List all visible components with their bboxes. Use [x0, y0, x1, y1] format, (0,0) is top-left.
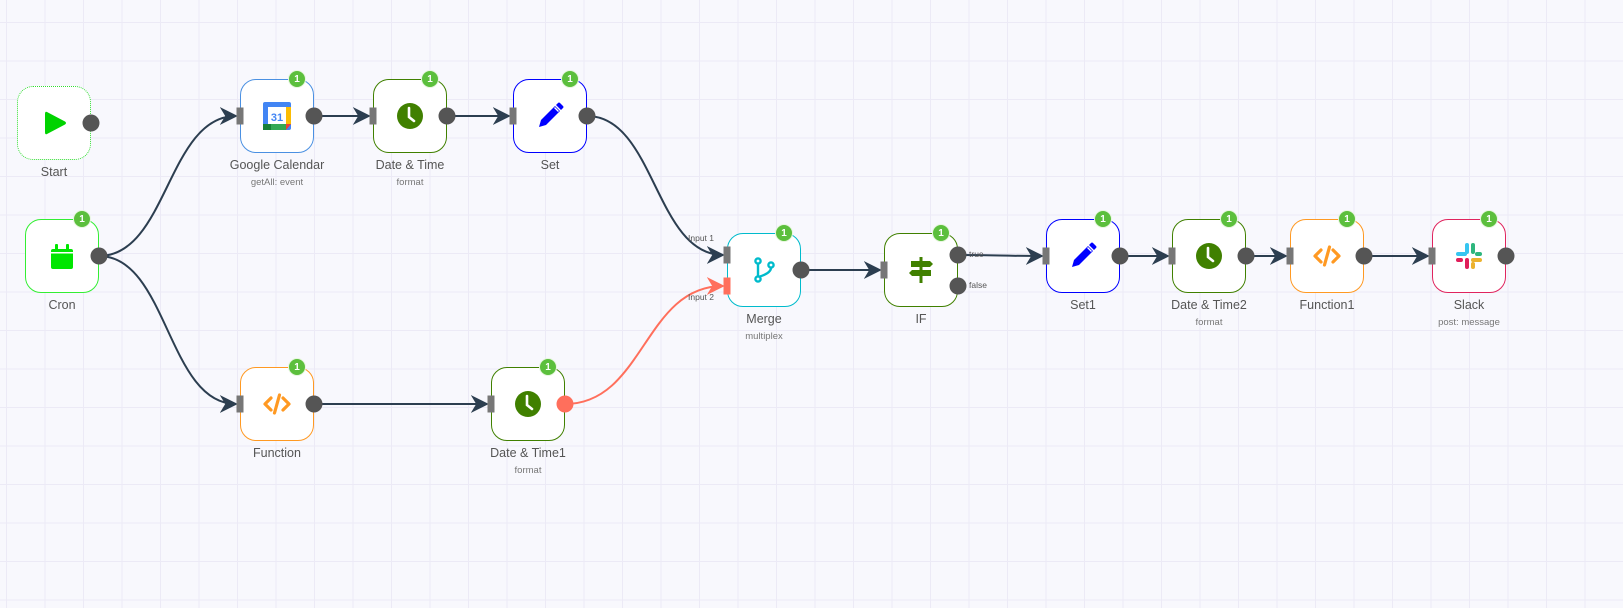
clock-icon [1192, 239, 1226, 273]
output-port[interactable] [1237, 247, 1255, 265]
input-port[interactable] [1286, 247, 1294, 265]
node-name: Date & Time2 [1171, 298, 1247, 312]
node-subtitle: format [396, 177, 424, 188]
input-port[interactable] [369, 107, 377, 125]
node-name: Function [253, 446, 301, 460]
output-port[interactable] [1355, 247, 1373, 265]
run-count-badge: 1 [288, 358, 306, 376]
pencil-icon [1066, 239, 1100, 273]
node-name: Google Calendar [229, 158, 325, 172]
clock-icon [511, 387, 545, 421]
node-dt1[interactable] [491, 367, 565, 441]
output-port[interactable] [578, 107, 596, 125]
run-count-badge: 1 [1480, 210, 1498, 228]
node-name: Merge [746, 312, 782, 326]
slack-icon [1452, 239, 1486, 273]
run-count-badge: 1 [1094, 210, 1112, 228]
node-func1[interactable] [1290, 219, 1364, 293]
input-port-label: Input 2 [688, 292, 714, 302]
node-set1[interactable] [1046, 219, 1120, 293]
node-func[interactable] [240, 367, 314, 441]
node-start[interactable] [17, 86, 91, 160]
node-if[interactable] [884, 233, 958, 307]
output-port[interactable] [438, 107, 456, 125]
node-name: Slack [1453, 298, 1485, 312]
input-port[interactable] [880, 261, 888, 279]
input-port[interactable] [509, 107, 517, 125]
pencil-icon [533, 99, 567, 133]
run-count-badge: 1 [561, 70, 579, 88]
input-port[interactable] [1168, 247, 1176, 265]
node-name: Date & Time [375, 158, 445, 172]
output-port[interactable] [949, 277, 967, 295]
node-name: Set [540, 158, 560, 172]
code-icon [1310, 239, 1344, 273]
output-port[interactable] [1111, 247, 1129, 265]
calendar-icon [45, 239, 79, 273]
node-subtitle: format [514, 465, 542, 476]
connection-if-set1[interactable] [957, 246, 1044, 265]
connection-set-merge[interactable] [586, 115, 725, 264]
run-count-badge: 1 [73, 210, 91, 228]
run-count-badge: 1 [1220, 210, 1238, 228]
node-gcal[interactable]: 31 [240, 79, 314, 153]
output-port-label: false [969, 280, 987, 290]
node-dt2[interactable] [1172, 219, 1246, 293]
node-slack[interactable] [1432, 219, 1506, 293]
node-subtitle: post: message [1438, 317, 1500, 328]
node-set[interactable] [513, 79, 587, 153]
connection-cron-func[interactable] [98, 255, 238, 413]
run-count-badge: 1 [288, 70, 306, 88]
output-port[interactable] [305, 395, 323, 413]
node-name: Date & Time1 [490, 446, 566, 460]
output-port[interactable] [792, 261, 810, 279]
output-port[interactable] [949, 246, 967, 264]
node-name: IF [915, 312, 927, 326]
node-subtitle: multiplex [745, 331, 783, 342]
node-subtitle: getAll: event [250, 177, 304, 188]
play-icon [37, 106, 71, 140]
clock-icon [393, 99, 427, 133]
output-port[interactable] [90, 247, 108, 265]
run-count-badge: 1 [421, 70, 439, 88]
input-port[interactable] [1042, 247, 1050, 265]
node-subtitle: format [1195, 317, 1223, 328]
output-port[interactable] [305, 107, 323, 125]
output-port[interactable] [556, 395, 574, 413]
input-port[interactable] [236, 395, 244, 413]
output-port-label: true [969, 249, 984, 259]
input-port-label: Input 1 [688, 233, 714, 243]
run-count-badge: 1 [775, 224, 793, 242]
input-port[interactable] [723, 277, 731, 295]
input-port[interactable] [723, 246, 731, 264]
node-merge[interactable] [727, 233, 801, 307]
output-port[interactable] [1497, 247, 1515, 265]
signpost-icon [904, 253, 938, 287]
input-port[interactable] [236, 107, 244, 125]
run-count-badge: 1 [539, 358, 557, 376]
node-name: Set1 [1070, 298, 1096, 312]
input-port[interactable] [487, 395, 495, 413]
connection-cron-gcal[interactable] [98, 107, 238, 257]
node-name: Cron [48, 298, 76, 312]
node-name: Start [40, 165, 68, 179]
code-icon [260, 387, 294, 421]
merge-branch-icon [747, 253, 781, 287]
node-dt[interactable] [373, 79, 447, 153]
connection-dt1-merge[interactable] [564, 277, 725, 405]
node-name: Function1 [1299, 298, 1355, 312]
output-port[interactable] [82, 114, 100, 132]
run-count-badge: 1 [1338, 210, 1356, 228]
run-count-badge: 1 [932, 224, 950, 242]
google-calendar-icon: 31 [260, 99, 294, 133]
input-port[interactable] [1428, 247, 1436, 265]
node-cron[interactable] [25, 219, 99, 293]
svg-text:31: 31 [271, 112, 283, 124]
